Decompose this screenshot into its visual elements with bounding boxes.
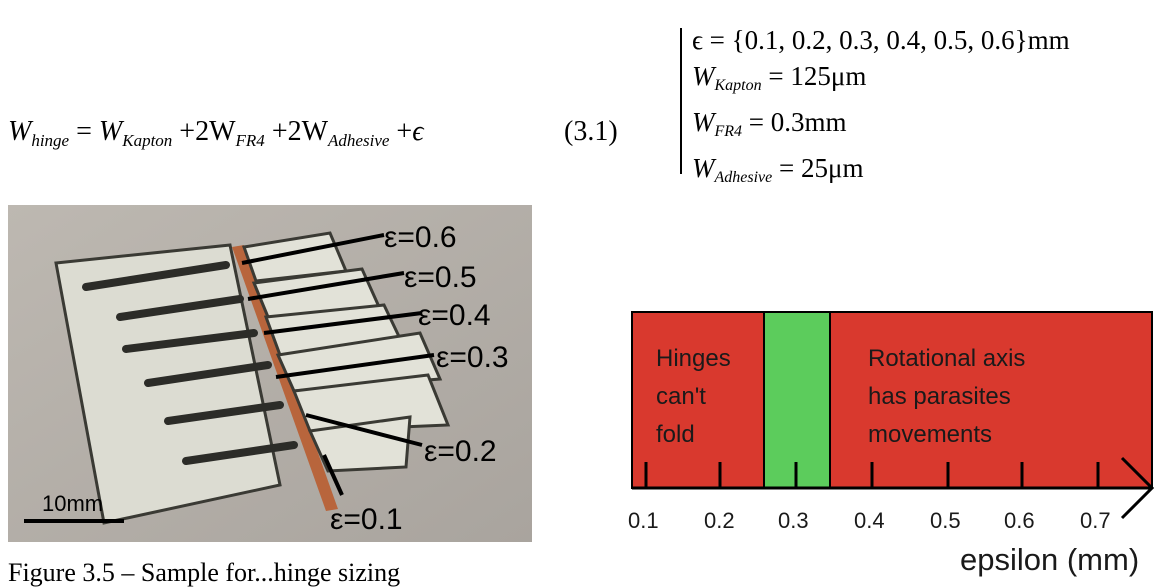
region1-line1: Hinges: [656, 345, 731, 372]
tick-label-0-2: 0.2: [704, 508, 735, 533]
hinge-sample-photo: ε=0.6 ε=0.5 ε=0.4 ε=0.3 ε=0.2 ε=0.1 10mm: [8, 205, 532, 542]
eq-lhs: W: [8, 116, 32, 147]
flap: [307, 415, 412, 473]
eq-t2-sub: FR4: [235, 131, 265, 150]
tick-label-0-7: 0.7: [1080, 508, 1111, 533]
eq-t1-sub: Kapton: [122, 131, 173, 150]
region-parasite-movements: [829, 311, 1153, 489]
eq-lhs-sub: hinge: [31, 131, 70, 150]
eq-plus-2: +: [271, 116, 288, 147]
slot: [182, 441, 298, 465]
fr4-param: WFR4 = 0.3mm: [692, 104, 1070, 150]
label-eps-0-3: ε=0.3: [436, 341, 509, 374]
equation-number: (3.1): [564, 116, 618, 147]
leader-lines: [241, 233, 435, 496]
tick-label-0-4: 0.4: [854, 508, 885, 533]
kapton-sym: W: [692, 61, 715, 91]
parameter-list: ϵ = {0.1, 0.2, 0.3, 0.4, 0.5, 0.6}mm WKa…: [692, 22, 1070, 196]
adhesive-param: WAdhesive = 25μm: [692, 150, 1070, 196]
adh-sub: Adhesive: [714, 169, 773, 186]
region3-line2: has parasites: [868, 383, 1011, 410]
leader-line: [322, 454, 344, 496]
adh-sym: W: [692, 153, 715, 183]
eq-plus-3: +: [396, 116, 413, 147]
region3-line3: movements: [868, 421, 992, 448]
scale-bar-label: 10mm: [42, 491, 103, 516]
axis-title: epsilon (mm): [960, 542, 1139, 577]
tick-label-0-3: 0.3: [778, 508, 809, 533]
label-eps-0-2: ε=0.2: [424, 435, 497, 468]
label-eps-0-5: ε=0.5: [404, 261, 477, 294]
leader-line: [305, 413, 423, 447]
leader-line: [263, 311, 423, 335]
hinge-strip: [232, 245, 338, 511]
epsilon-range-diagram: Hinges can't fold Rotational axis has pa…: [628, 311, 1155, 577]
fr4-sub: FR4: [714, 123, 743, 140]
tick-label-0-6: 0.6: [1004, 508, 1035, 533]
slot: [122, 329, 258, 353]
eq-t2: 2W: [195, 116, 236, 147]
eq-t3-sub: Adhesive: [328, 131, 390, 150]
flap-group: [241, 231, 451, 473]
region3-line1: Rotational axis: [868, 345, 1025, 372]
slot: [164, 401, 284, 425]
slot-group: [82, 261, 298, 465]
eq-equals: =: [76, 116, 99, 147]
leader-line: [241, 233, 385, 265]
slot: [116, 295, 244, 321]
epsilon-set: ϵ = {0.1, 0.2, 0.3, 0.4, 0.5, 0.6}mm: [692, 25, 1070, 55]
tick-label-0-1: 0.1: [628, 508, 659, 533]
adh-val: = 25μm: [779, 153, 864, 183]
eq-t3: 2W: [287, 116, 329, 147]
label-eps-0-1: ε=0.1: [330, 503, 403, 536]
eq-t1: W: [98, 116, 123, 147]
tick-label-0-5: 0.5: [930, 508, 961, 533]
fr4-val: = 0.3mm: [748, 107, 847, 137]
eq-plus-1: +: [179, 116, 196, 147]
tick-marks: [644, 462, 1100, 488]
fr4-sym: W: [692, 107, 715, 137]
kapton-val: = 125μm: [768, 61, 867, 91]
hinge-width-equation: Whinge = WKapton +2WFR4 +2WAdhesive +ϵ: [8, 116, 423, 151]
divider-line: [680, 28, 682, 174]
kapton-param: WKapton = 125μm: [692, 58, 1070, 104]
leader-line: [247, 271, 405, 301]
label-eps-0-4: ε=0.4: [418, 299, 491, 332]
label-eps-0-6: ε=0.6: [384, 221, 457, 254]
region-optimal: [763, 311, 831, 489]
flap: [275, 331, 443, 393]
region1-line3: fold: [656, 421, 695, 448]
region1-line2: can't: [656, 383, 706, 410]
kapton-sub: Kapton: [714, 77, 762, 94]
slot: [82, 261, 230, 291]
eq-eps: ϵ: [412, 116, 424, 147]
slot: [144, 361, 272, 387]
figure-caption: Figure 3.5 – Sample for...hinge sizing: [8, 558, 401, 587]
axis-arrow: [1120, 456, 1155, 520]
leader-line: [275, 353, 435, 379]
